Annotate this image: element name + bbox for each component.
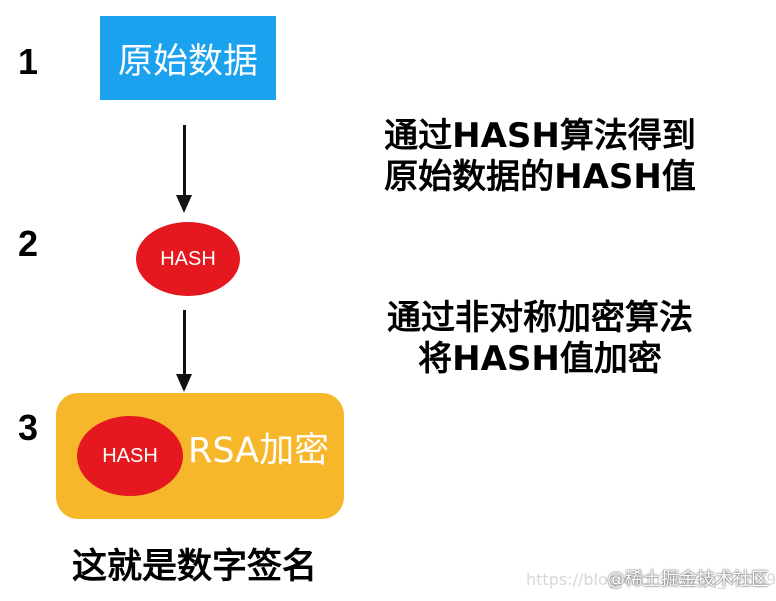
step-number-2: 2 xyxy=(18,223,39,264)
hash-label-2: HASH xyxy=(102,444,158,467)
arrow-down-icon xyxy=(176,374,192,392)
step-description-2: 通过非对称加密算法 将HASH值加密 xyxy=(340,298,740,381)
hash-label-1: HASH xyxy=(160,247,216,270)
raw-data-box: 原始数据 xyxy=(100,16,276,100)
arrow-2-line xyxy=(183,310,186,380)
raw-data-label: 原始数据 xyxy=(117,41,258,82)
desc-1-line-2: 原始数据的HASH值 xyxy=(384,157,696,198)
arrow-down-icon xyxy=(176,195,192,213)
rsa-label: RSA加密 xyxy=(188,431,330,471)
step-number-1: 1 xyxy=(18,41,39,82)
desc-1-line-1: 通过HASH算法得到 xyxy=(384,116,696,156)
footer-caption: 这就是数字签名 xyxy=(72,547,318,587)
desc-2-line-2: 将HASH值加密 xyxy=(418,339,662,380)
desc-2-line-1: 通过非对称加密算法 xyxy=(387,298,693,338)
arrow-1-line xyxy=(183,125,186,201)
step-description-1: 通过HASH算法得到 原始数据的HASH值 xyxy=(340,116,740,199)
step-number-3: 3 xyxy=(18,407,39,448)
hash-ellipse-2: HASH xyxy=(77,416,183,496)
watermark-url: https://blog.csdn.net/qq_42859194 xyxy=(526,570,776,589)
hash-ellipse-1: HASH xyxy=(136,222,240,296)
watermark-brand: @稀土掘金技术社区 xyxy=(607,569,769,590)
